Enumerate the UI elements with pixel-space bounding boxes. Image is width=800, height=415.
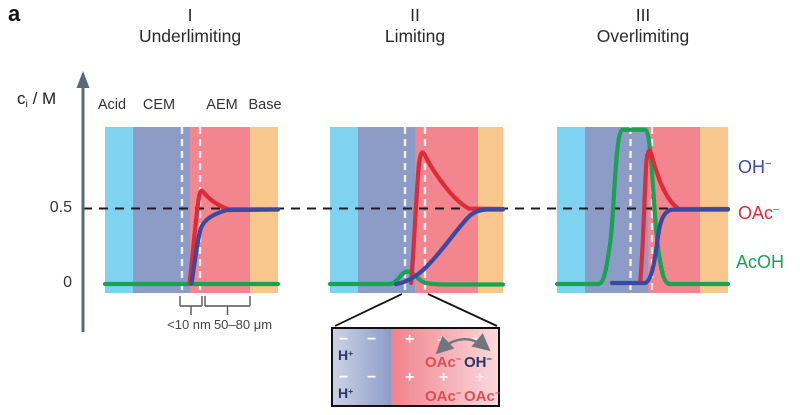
panel-title-3: III Overlimiting [543, 5, 743, 47]
legend-oh-charge: − [765, 158, 772, 171]
inset-cem-side [333, 329, 391, 405]
region-label-base: Base [248, 97, 282, 113]
interface-width-bracket [179, 296, 203, 315]
panel-regime-1: Underlimiting [138, 26, 242, 46]
tick-0-5: 0.5 [49, 199, 72, 216]
y-axis-label: ci / M [17, 89, 57, 110]
oac-curve-1 [187, 188, 281, 286]
panel-numeral-3: III [635, 5, 651, 25]
oh-curve-1 [189, 207, 281, 286]
interface-inset: − − − − + + + + + + H+ H+ OAc− OH− OAc− … [331, 327, 500, 407]
panel-regime-2: Limiting [384, 26, 446, 46]
acetate-label-bottom-2: OAc− [464, 388, 500, 405]
hydroxide-base: OH [464, 354, 487, 371]
legend-oac-charge: − [773, 204, 780, 217]
minus-icon: − [339, 369, 349, 386]
plus-icon: + [405, 369, 415, 386]
proton-base: H [338, 347, 349, 363]
region-label-cem: CEM [142, 97, 176, 113]
hydroxide-charge: − [486, 354, 492, 365]
legend-acoh: AcOH [736, 252, 785, 272]
acetate-label-top: OAc− [425, 354, 461, 371]
exchange-arrow-icon [435, 333, 491, 355]
plus-icon: + [475, 369, 485, 386]
legend-oac: OAc− [738, 203, 780, 224]
cem-band-1 [133, 127, 190, 293]
panel-numeral-1: I [187, 5, 193, 25]
acetate-base: OAc [425, 388, 456, 405]
minus-icon: − [367, 369, 377, 386]
plus-icon: + [439, 369, 449, 386]
cem-band-2 [358, 127, 415, 293]
panel-numeral-2: II [410, 5, 420, 25]
proton-charge: + [348, 347, 354, 358]
minus-icon: − [367, 331, 377, 348]
y-axis-arrowhead [76, 71, 90, 88]
acetate-charge: − [455, 388, 462, 399]
acid-band-3 [557, 127, 585, 293]
callout-line-left [334, 293, 403, 327]
acetate-charge: − [494, 388, 501, 399]
membrane-width-label: 50–80 μm [213, 317, 273, 332]
plus-icon: + [405, 331, 415, 348]
tick-0: 0 [63, 274, 72, 291]
figure-label: a [8, 1, 21, 26]
minus-icon: − [339, 331, 349, 348]
oh-curve-2 [393, 207, 506, 287]
panel-title-1: I Underlimiting [90, 5, 290, 47]
hydroxide-label: OH− [464, 354, 492, 371]
acetate-base: OAc [464, 388, 495, 405]
acid-band-2 [330, 127, 358, 293]
interface-width-label: <10 nm [167, 317, 211, 332]
acoh-curve-3 [554, 127, 731, 287]
proton-label-bottom: H+ [338, 385, 353, 401]
legend-oh-base: OH [738, 157, 765, 177]
oh-curve-3 [609, 207, 731, 286]
panel-regime-3: Overlimiting [596, 26, 690, 46]
acetate-label-bottom-1: OAc− [425, 388, 461, 405]
region-label-aem: AEM [206, 97, 238, 113]
oac-curve-3 [637, 148, 731, 286]
axis-symbol: c [17, 89, 26, 108]
proton-base: H [338, 385, 349, 401]
legend-oh: OH− [738, 157, 772, 178]
membrane-width-bracket [204, 296, 251, 315]
acetate-charge: − [455, 354, 462, 365]
oac-curve-2 [408, 150, 506, 286]
region-label-acid: Acid [97, 97, 127, 113]
axis-subscript: i [25, 97, 28, 110]
acid-band-1 [105, 127, 133, 293]
callout-line-right [427, 293, 498, 327]
proton-charge: + [348, 385, 354, 396]
proton-label-top: H+ [338, 347, 353, 363]
panel-title-2: II Limiting [315, 5, 515, 47]
acetate-base: OAc [425, 354, 456, 371]
legend-oac-base: OAc [738, 203, 774, 223]
axis-unit: / M [27, 89, 57, 108]
